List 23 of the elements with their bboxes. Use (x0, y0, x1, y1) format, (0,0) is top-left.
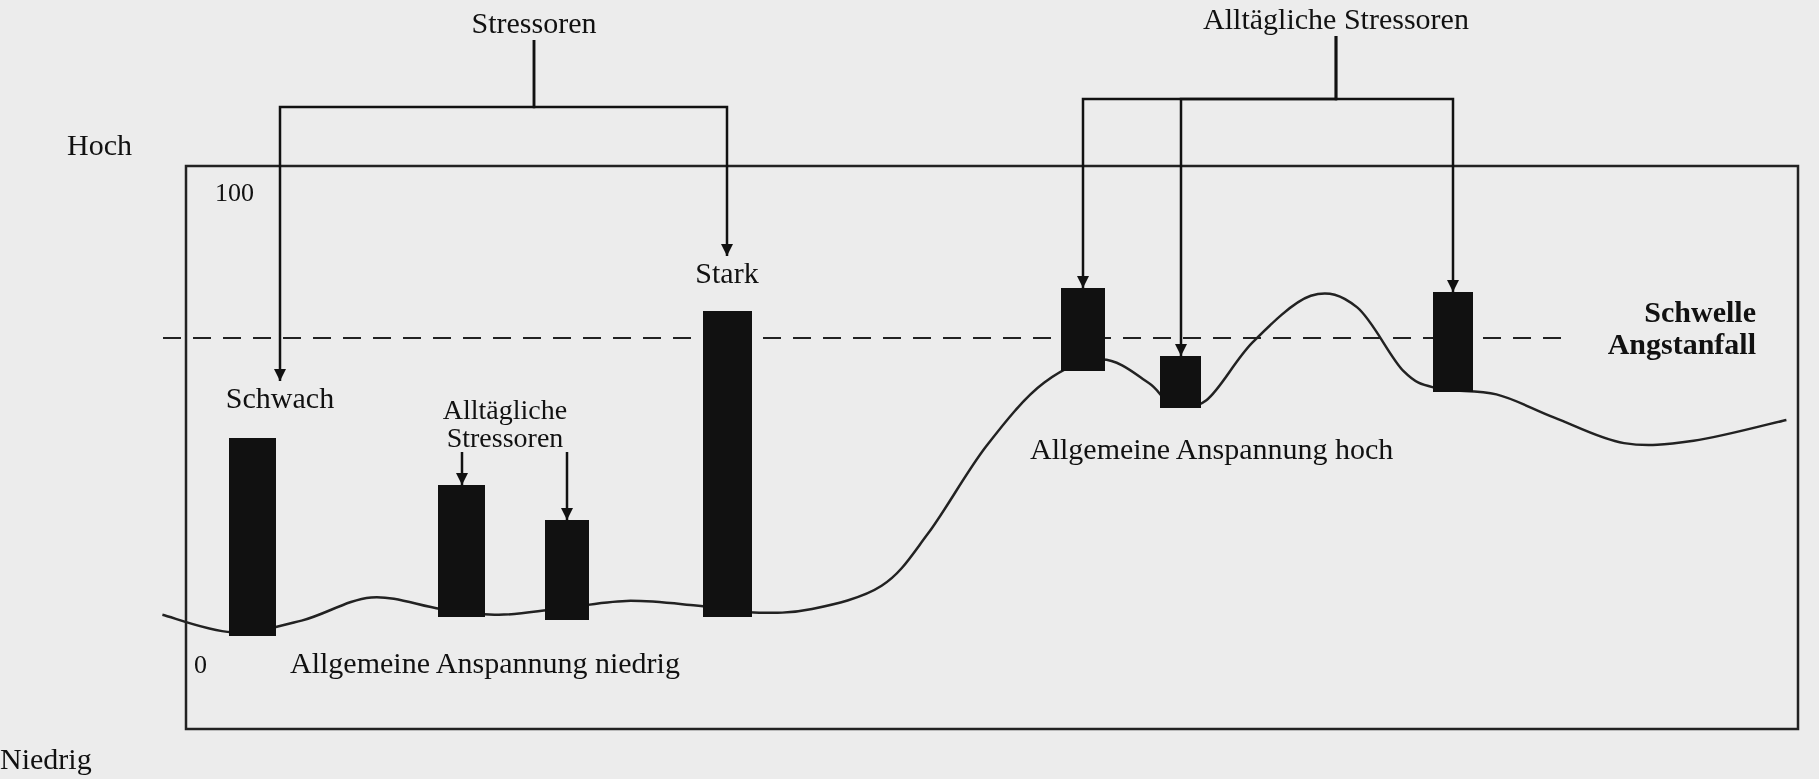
stressor-label: Schwach (225, 381, 335, 415)
stressor-label: Stressoren (471, 6, 597, 40)
stressor-bar (438, 485, 485, 617)
stressor-bar (1061, 288, 1105, 371)
arrow (560, 452, 574, 520)
curve-label: Allgemeine Anspannung niedrig (290, 646, 680, 680)
stressor-bar (703, 311, 752, 617)
arrow (1334, 36, 1460, 292)
axis-label: Niedrig (0, 742, 92, 776)
stressor-bar (545, 520, 589, 620)
stressor-label: Alltägliche Stressoren (1203, 2, 1469, 36)
stressor-label: Stark (695, 256, 759, 290)
arrow (532, 40, 734, 256)
stressor-label: Alltägliche Stressoren (430, 396, 580, 452)
curve-label: Allgemeine Anspannung hoch (1030, 432, 1394, 466)
scale-value: 0 (194, 649, 207, 681)
stressor-bar (1433, 292, 1473, 392)
threshold-label: Schwelle Angstanfall (1606, 296, 1756, 360)
scale-value: 100 (215, 177, 254, 209)
stressor-bar (1160, 356, 1201, 408)
arrow (455, 452, 469, 485)
stressor-bar (229, 438, 276, 636)
axis-label: Hoch (67, 128, 132, 162)
